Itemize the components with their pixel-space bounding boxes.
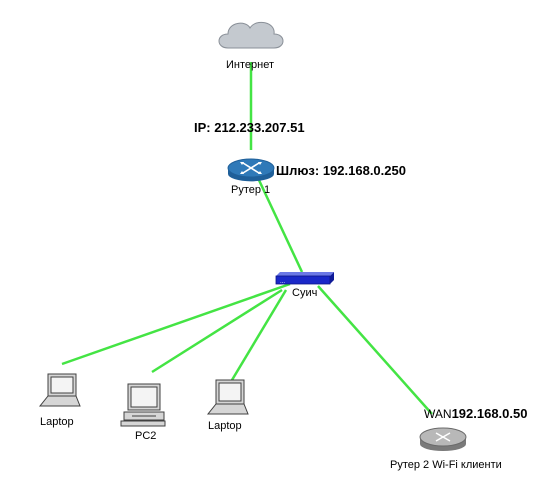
gateway-annotation: Шлюз: 192.168.0.250 [276,163,406,178]
link-switch-laptop1 [61,282,291,366]
wifi-router-icon [419,427,467,451]
link-switch-router2 [317,285,433,415]
svg-text:...: ... [280,279,285,285]
laptop-icon [206,379,249,415]
ip-annotation: IP: 212.233.207.51 [194,120,305,135]
switch-icon: ... [275,272,334,285]
internet-label: Интернет [226,59,274,71]
laptop1-label: Laptop [40,416,74,428]
link-switch-laptop2 [230,289,288,381]
link-router1-switch [256,177,304,273]
pc2-label: PC2 [135,430,157,442]
router-icon [227,158,275,182]
wan-ip: 192.168.0.50 [451,406,528,421]
router2-label: Рутер 2 Wi-Fi клиенти [390,459,502,471]
laptop-icon [38,373,81,407]
router1-label: Рутер 1 [231,184,271,196]
wan-annotation: WAN192.168.0.50 [424,406,527,421]
pc-icon [120,383,166,427]
wan-prefix: WAN [424,407,452,421]
cloud-icon [218,21,284,49]
laptop2-label: Laptop [208,420,242,432]
switch-label: Суич [292,287,318,299]
link-switch-pc2 [151,288,283,374]
